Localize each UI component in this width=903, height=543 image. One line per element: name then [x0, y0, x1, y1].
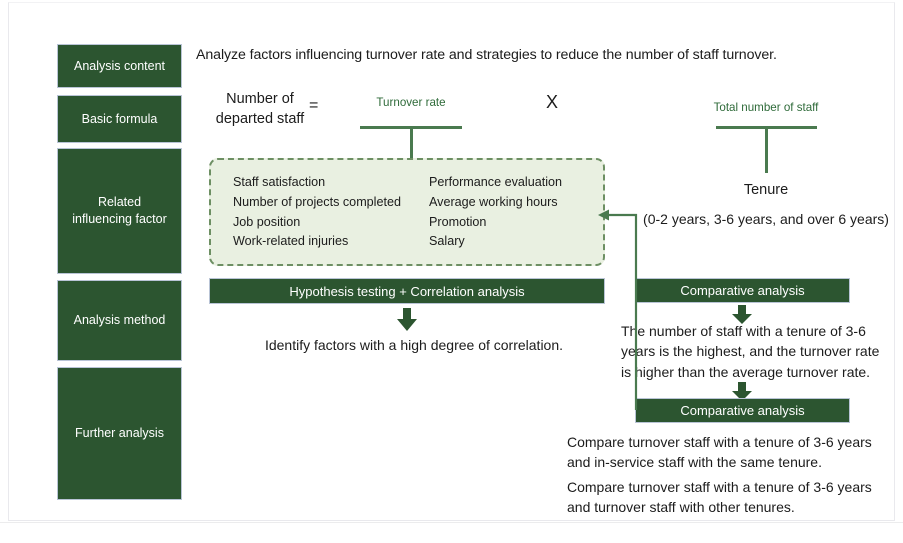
analysis-content-headline: Analyze factors influencing turnover rat… — [196, 47, 777, 63]
factor-column-right: Performance evaluation Average working h… — [429, 173, 562, 252]
multiplication-sign: X — [546, 92, 559, 112]
comparative-analysis-label: Comparative analysis — [680, 283, 805, 298]
comparative-analysis-label: Comparative analysis — [680, 403, 805, 418]
bottom-border-strip — [0, 522, 903, 543]
sidebar-item-basic-formula[interactable]: Basic formula — [57, 95, 182, 143]
hypothesis-testing-bar[interactable]: Hypothesis testing + Correlation analysi… — [209, 278, 605, 304]
sidebar-item-label-line1: Related — [97, 195, 142, 210]
feedback-connector — [592, 203, 652, 415]
comparative-analysis-bar-1[interactable]: Comparative analysis — [635, 278, 850, 303]
factor-item: Work-related injuries — [233, 234, 349, 249]
factor-item: Promotion — [429, 214, 487, 229]
comparative-analysis-bar-2[interactable]: Comparative analysis — [635, 398, 850, 423]
sidebar-item-label: Analysis content — [73, 58, 166, 73]
sidebar-item-analysis-method[interactable]: Analysis method — [57, 280, 182, 361]
closing-text-line1: Compare turnover staff with a tenure of … — [567, 434, 872, 471]
factor-item: Job position — [233, 214, 301, 229]
turnover-rate-stem — [410, 126, 413, 174]
sidebar-item-label: Further analysis — [75, 426, 164, 441]
sidebar-item-label: Analysis method — [73, 313, 166, 328]
tenure-finding-text: The number of staff with a tenure of 3-6… — [621, 323, 880, 380]
arrow-down-icon — [396, 308, 418, 332]
sidebar-item-further-analysis[interactable]: Further analysis — [57, 367, 182, 500]
sidebar-item-label: Basic formula — [81, 111, 158, 126]
total-staff-label: Total number of staff — [713, 101, 819, 114]
factor-item: Number of projects completed — [233, 194, 401, 209]
hypothesis-testing-label: Hypothesis testing + Correlation analysi… — [289, 283, 525, 299]
tenure-detail: (0-2 years, 3-6 years, and over 6 years) — [643, 211, 889, 227]
formula-numerator-line2: departed staff — [215, 110, 305, 127]
factor-item: Staff satisfaction — [233, 175, 326, 189]
correlation-result-text: Identify factors with a high degree of c… — [264, 337, 564, 353]
sidebar-item-label-line2: influencing factor — [72, 212, 167, 226]
total-staff-stem — [765, 126, 768, 173]
sidebar-item-analysis-content[interactable]: Analysis content — [57, 44, 182, 88]
formula-numerator-line1: Number of — [226, 91, 294, 107]
equals-sign: = — [309, 97, 319, 114]
factor-column-left: Staff satisfaction Number of projects co… — [233, 173, 401, 252]
arrow-down-icon — [731, 382, 753, 406]
influencing-factors-box: Staff satisfaction Number of projects co… — [209, 158, 605, 266]
formula-numerator: Number of departed staff — [212, 90, 308, 129]
turnover-rate-label: Turnover rate — [376, 96, 446, 109]
tenure-title: Tenure — [743, 182, 789, 198]
factor-item: Average working hours — [429, 194, 558, 209]
arrow-down-icon — [731, 305, 753, 329]
factor-item: Salary — [429, 234, 465, 249]
closing-text-line2: Compare turnover staff with a tenure of … — [567, 479, 872, 516]
sidebar-item-related-influencing-factor[interactable]: Related influencing factor — [57, 148, 182, 274]
factor-item: Performance evaluation — [429, 175, 563, 189]
